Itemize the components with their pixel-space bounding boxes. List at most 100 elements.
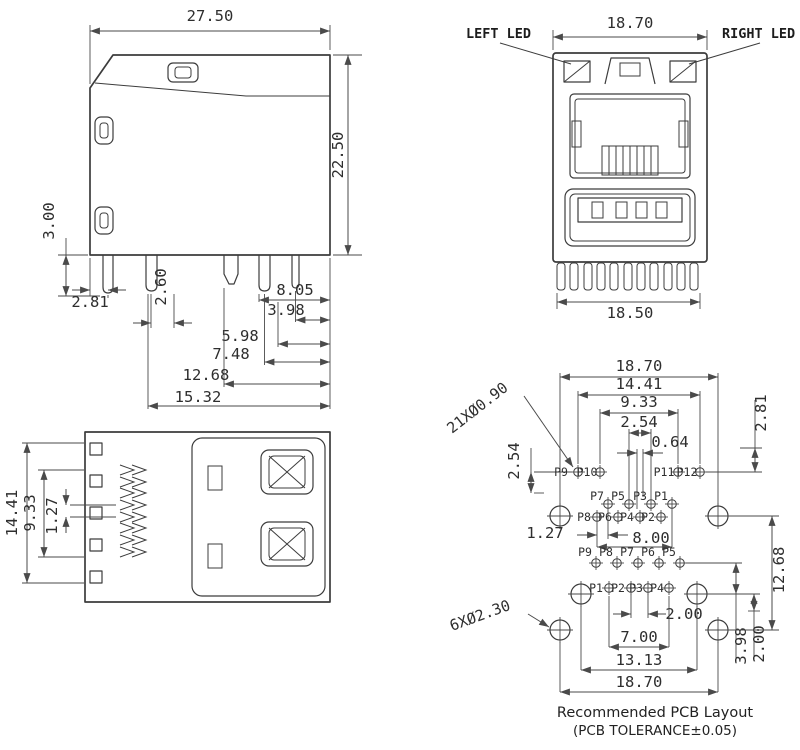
side-view-dimensions: 27.50 22.50 3.00 2.81 2.60 [40,7,362,410]
dim-rear-127: 1.27 [43,497,61,534]
pcb-pin-label: P6 [641,545,655,559]
footer: Recommended PCB Layout (PCB TOLERANCE±0.… [557,705,754,739]
pcb-pin-label: P10 [577,465,598,479]
pcb-pin-label: P5 [611,489,625,503]
dim-748: 7.48 [212,345,249,363]
pcb-pin-label: P2 [611,581,625,595]
dim-height: 22.50 [329,132,347,179]
pcb-pin-label: P3 [633,489,647,503]
rear-view: 14.41 9.33 1.27 [3,431,331,603]
usb-post-bottom [260,521,314,567]
front-view-dimensions-top: 18.70 [552,14,708,50]
pin [258,255,271,292]
dim-pcb-281: 2.81 [752,394,770,431]
pcb-pin-label: P11 [654,465,675,479]
pcb-pin-label: P8 [577,510,591,524]
front-view-shield-legs [556,262,699,291]
pcb-pin-label: P2 [641,510,655,524]
dim-pcb-1313: 13.13 [616,651,663,669]
dim-pcb-800: 8.00 [632,529,669,547]
front-view-led-labels: LEFT LED RIGHT LED [466,26,795,65]
pcb-pin-label: P9 [554,465,568,479]
pcb-layout: 18.70 14.41 9.33 2.54 0.64 2.81 [443,357,788,696]
dim-260: 2.60 [152,268,170,305]
pcb-hole-large [546,616,574,644]
rear-view-dimensions: 14.41 9.33 1.27 [3,442,116,584]
pcb-pin-label: P4 [650,581,664,595]
dim-1268: 12.68 [183,366,230,384]
left-led-label: LEFT LED [466,26,531,42]
small-hole-note: 21XØ0.90 [443,378,511,437]
front-view-body [552,52,708,263]
dim-598: 5.98 [221,327,258,345]
dim-398: 3.98 [267,301,304,319]
front-view: LEFT LED RIGHT LED 18.70 [466,14,795,322]
rj45-contact-comb [601,145,659,176]
dim-1532: 15.32 [175,388,222,406]
dim-pcb-700: 7.00 [620,628,657,646]
dim-pcb-1441: 14.41 [616,375,663,393]
pcb-pin-label: P5 [662,545,676,559]
pcb-hole-large [704,616,732,644]
pcb-dimensions-top: 18.70 14.41 9.33 2.54 0.64 2.81 [443,357,770,509]
right-led-window [669,60,697,83]
dim-281: 2.81 [71,293,108,311]
side-bump-lower [94,206,114,235]
rear-view-body [84,431,331,603]
latch-tab [604,57,656,85]
mounting-holes [546,502,732,644]
rj45-rear-posts [89,442,103,584]
dim-pcb-064: 0.64 [651,433,688,451]
side-view-body [89,54,331,294]
large-hole-note: 6XØ2.30 [447,596,513,635]
pcb-pin-label: P1 [589,581,603,595]
pcb-pin-label: P6 [598,510,612,524]
pin [291,255,300,289]
front-view-dimensions-bottom: 18.50 [556,293,701,322]
pcb-pin-label: P1 [654,489,668,503]
footer-title: Recommended PCB Layout [557,705,754,721]
dim-805: 8.05 [276,281,313,299]
pcb-hole-large [683,580,711,608]
right-led-label: RIGHT LED [722,26,795,42]
pcb-pin-label: P12 [677,465,698,479]
side-view: 27.50 22.50 3.00 2.81 2.60 [40,7,362,410]
pcb-pin-label: P8 [599,545,613,559]
latch-window [167,62,199,83]
pcb-pin-label: P9 [578,545,592,559]
rj45-opening [569,93,691,179]
pcb-hole-large [704,502,732,530]
pcb-hole-small [653,509,669,525]
dim-pcb-933: 9.33 [620,393,657,411]
left-led-window [563,60,591,83]
usb-tongue [577,197,683,223]
pcb-dimensions-mid: 1.27 8.00 [526,511,673,551]
usb-shell-rear [191,437,326,597]
rj45-rear-contacts [119,464,148,558]
usb-opening [564,188,696,247]
dim-pcb-200-h: 2.00 [665,605,702,623]
dim-pcb-398: 3.98 [732,627,750,664]
pcb-pin-label: P3 [629,581,643,595]
dim-pcb-127: 1.27 [526,524,563,542]
usb-post-top [260,449,314,495]
dim-pin-length: 3.00 [40,202,58,239]
pin [145,255,158,292]
dim-rear-1441: 14.41 [3,490,21,537]
pcb-pin-label: P4 [620,510,634,524]
rj45-holes: P9 P10 P11 P12 P7 P5 P3 P1 P8 P6 P4 P2 [554,464,708,525]
pcb-hole-small [661,580,677,596]
dim-rear-933: 9.33 [21,494,39,531]
dim-front-bottom-width: 18.50 [607,304,654,322]
dim-pcb-1268: 12.68 [770,547,788,594]
side-bump-upper [94,116,114,145]
dim-pcb-254-top: 2.54 [620,413,657,431]
pin [102,255,114,294]
footer-tolerance: (PCB TOLERANCE±0.05) [573,723,737,739]
pcb-pin-label: P7 [620,545,634,559]
usb-holes: P9 P8 P7 P6 P5 P1 P2 P3 P4 [578,545,688,596]
pcb-dimensions-bottom: 6XØ2.30 2.00 7.00 13.13 18.70 [447,515,788,696]
pcb-pin-label: P7 [590,489,604,503]
